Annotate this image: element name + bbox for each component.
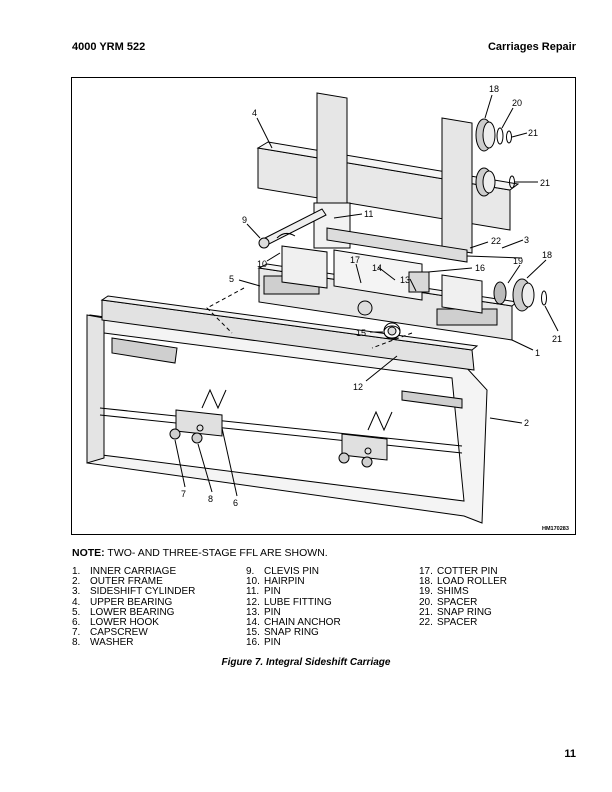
callout-10: 10 — [257, 259, 267, 269]
callout-21-right: 21 — [552, 334, 562, 344]
list-item: 2.OUTER FRAME — [72, 576, 163, 588]
page-number: 11 — [564, 748, 576, 760]
callout-19: 19 — [513, 256, 523, 266]
note-text: TWO- AND THREE-STAGE FFL ARE SHOWN. — [104, 547, 328, 559]
callout-9: 9 — [242, 215, 247, 225]
callout-11: 11 — [364, 209, 373, 219]
callout-12: 12 — [353, 382, 363, 392]
list-item: 17.COTTER PIN — [419, 566, 498, 577]
list-item: 1.INNER CARRIAGE — [72, 566, 177, 577]
list-item: 20.SPACER — [419, 596, 478, 608]
list-item: 15.SNAP RING — [246, 627, 319, 639]
callout-8: 8 — [208, 494, 213, 504]
callout-3: 3 — [524, 235, 529, 245]
carriage-drawing: 18 20 21 4 21 9 11 22 3 10 17 14 16 13 1… — [86, 84, 569, 532]
callout-4: 4 — [252, 108, 257, 118]
note-line: NOTE: TWO- AND THREE-STAGE FFL ARE SHOWN… — [72, 547, 328, 559]
section-title: Carriages Repair — [487, 41, 576, 53]
callout-14: 14 — [372, 263, 382, 273]
list-item: 5.LOWER BEARING — [72, 606, 175, 618]
list-item: 11.PIN — [246, 586, 281, 598]
list-item: 13.PIN — [246, 606, 281, 618]
callout-18-right: 18 — [542, 250, 552, 260]
callout-18-top: 18 — [489, 84, 499, 94]
callout-22: 22 — [491, 236, 501, 246]
list-item: 22.SPACER — [419, 617, 478, 629]
list-item: 9.CLEVIS PIN — [246, 566, 320, 577]
list-item: 19.SHIMS — [419, 586, 469, 598]
list-item: 21.SNAP RING — [419, 606, 492, 618]
note-label: NOTE: — [72, 547, 105, 559]
callout-2: 2 — [524, 418, 529, 428]
callout-20: 20 — [512, 98, 522, 108]
list-item: 3.SIDESHIFT CYLINDER — [72, 586, 196, 598]
list-item: 6.LOWER HOOK — [72, 617, 159, 629]
callout-21-top: 21 — [528, 128, 538, 138]
figure-code: HM170283 — [542, 526, 569, 532]
callout-13: 13 — [400, 275, 410, 285]
callout-16: 16 — [475, 263, 485, 273]
callout-21-mid: 21 — [540, 178, 550, 188]
callout-6: 6 — [233, 498, 238, 508]
parts-list-column-2: 9.CLEVIS PIN 10.HAIRPIN 11.PIN 12.LUBE F… — [246, 566, 341, 649]
list-item: 14.CHAIN ANCHOR — [246, 617, 341, 629]
callout-1: 1 — [535, 348, 540, 358]
exploded-view-figure: 18 20 21 4 21 9 11 22 3 10 17 14 16 13 1… — [71, 77, 576, 535]
list-item: 12.LUBE FITTING — [246, 596, 332, 608]
figure-caption: Figure 7. Integral Sideshift Carriage — [221, 657, 391, 668]
list-item: 18.LOAD ROLLER — [419, 576, 508, 588]
list-item: 10.HAIRPIN — [246, 576, 305, 588]
parts-list-column-3: 17.COTTER PIN 18.LOAD ROLLER 19.SHIMS 20… — [419, 566, 508, 629]
list-item: 7.CAPSCREW — [72, 627, 148, 639]
doc-number: 4000 YRM 522 — [72, 41, 146, 53]
list-item: 8.WASHER — [72, 637, 134, 649]
parts-list-column-1: 1.INNER CARRIAGE 2.OUTER FRAME 3.SIDESHI… — [72, 566, 196, 649]
callout-17: 17 — [350, 255, 360, 265]
callout-7: 7 — [181, 489, 186, 499]
callout-15: 15 — [356, 328, 366, 338]
list-item: 16.PIN — [246, 637, 281, 649]
callout-5: 5 — [229, 274, 234, 284]
list-item: 4.UPPER BEARING — [72, 596, 173, 608]
